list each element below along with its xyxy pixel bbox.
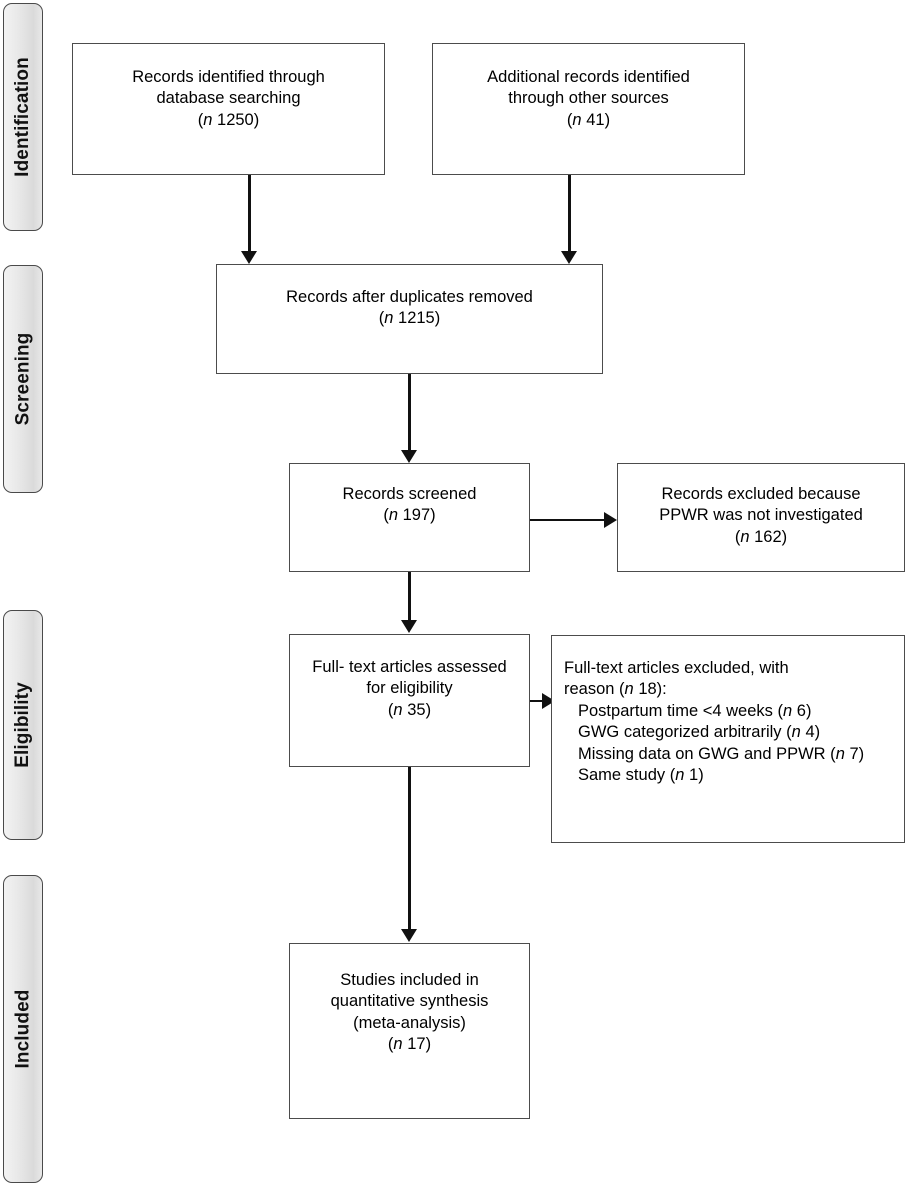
box-fulltext-excluded: Full-text articles excluded, with reason…	[551, 635, 905, 843]
connector-screened-to-excluded	[530, 519, 606, 522]
box-fulltext-assessed: Full- text articles assessed for eligibi…	[289, 634, 530, 767]
phase-tab-identification-label: Identification	[12, 57, 33, 177]
box-records-excluded: Records excluded because PPWR was not in…	[617, 463, 905, 572]
box-records-screened-n-label: n	[388, 506, 399, 525]
box-fulltext-excluded-heading-prefix: reason (	[564, 680, 625, 699]
box-fulltext-assessed-count: (n 35)	[387, 700, 432, 719]
box-studies-included-line2: quantitative synthesis	[330, 992, 489, 1011]
connector-identified-to-duplicates	[248, 175, 251, 253]
box-fulltext-assessed-line2: for eligibility	[366, 679, 453, 698]
phase-tab-eligibility: Eligibility	[3, 610, 43, 840]
box-records-screened-line1: Records screened	[342, 485, 477, 503]
box-duplicates-removed-n-label: n	[384, 309, 394, 328]
connector-fulltext-to-included	[408, 767, 411, 930]
exclusion-reason-text: Postpartum time <4 weeks	[578, 701, 773, 720]
connector-fulltext-to-excluded	[530, 700, 546, 703]
box-records-identified-n-label: n	[203, 110, 213, 129]
box-duplicates-removed-count: (n 1215)	[378, 309, 441, 328]
connector-additional-to-duplicates	[568, 175, 571, 253]
box-additional-records-n-value: 41	[586, 110, 605, 129]
phase-tab-included: Included	[3, 875, 43, 1183]
exclusion-reason-item: GWG categorized arbitrarily (n 4)	[578, 723, 821, 742]
box-additional-records: Additional records identified through ot…	[432, 43, 745, 175]
phase-tab-eligibility-label: Eligibility	[12, 682, 33, 768]
box-records-identified: Records identified through database sear…	[72, 43, 385, 175]
box-duplicates-removed-line1: Records after duplicates removed	[286, 288, 533, 306]
box-studies-included-count: (n 17)	[387, 1035, 432, 1054]
box-records-identified-line2: database searching	[156, 89, 301, 108]
box-records-screened-n-value: 197	[402, 506, 431, 525]
phase-tab-screening: Screening	[3, 265, 43, 493]
box-studies-included-line1: Studies included in	[340, 971, 479, 989]
exclusion-reason-n-label: n	[791, 723, 801, 742]
box-fulltext-excluded-heading-line2: reason (n 18):	[564, 679, 667, 700]
box-studies-included-n-value: 17	[407, 1035, 426, 1054]
arrowhead-duplicates-to-screened	[401, 450, 417, 463]
box-records-identified-count: (n 1250)	[197, 110, 260, 129]
box-records-identified-n-value: 1250	[217, 110, 254, 129]
box-records-excluded-n-value: 162	[754, 527, 782, 546]
exclusion-reason-n-label: n	[675, 766, 685, 785]
exclusion-reason-n-value: 7	[849, 744, 859, 763]
arrowhead-additional-to-duplicates	[561, 251, 577, 264]
exclusion-reason-text: Same study	[578, 766, 666, 785]
box-fulltext-excluded-n-label: n	[624, 680, 634, 699]
exclusion-reason-text: GWG categorized arbitrarily	[578, 723, 782, 742]
box-records-screened-count: (n 197)	[383, 506, 436, 525]
box-fulltext-assessed-n-label: n	[393, 700, 403, 719]
box-duplicates-removed: Records after duplicates removed (n 1215…	[216, 264, 603, 374]
arrowhead-screened-to-fulltext	[401, 620, 417, 633]
phase-tab-identification: Identification	[3, 3, 43, 231]
connector-duplicates-to-screened	[408, 374, 411, 452]
box-additional-records-count: (n 41)	[566, 110, 611, 129]
phase-tab-included-label: Included	[12, 989, 34, 1069]
box-duplicates-removed-n-value: 1215	[398, 309, 435, 328]
box-studies-included-n-label: n	[393, 1035, 403, 1054]
box-fulltext-excluded-n-value: 18	[638, 680, 657, 699]
exclusion-reason-n-value: 6	[796, 701, 806, 720]
box-studies-included-line3: (meta-analysis)	[353, 1013, 466, 1032]
box-additional-records-n-label: n	[572, 110, 582, 129]
box-additional-records-line1: Additional records identified	[487, 68, 690, 86]
phase-tab-screening-label: Screening	[12, 332, 34, 426]
exclusion-reason-n-label: n	[782, 701, 793, 720]
connector-screened-to-fulltext	[408, 572, 411, 621]
box-studies-included: Studies included in quantitative synthes…	[289, 943, 530, 1119]
box-additional-records-line2: through other sources	[508, 89, 669, 108]
box-records-excluded-count: (n 162)	[734, 527, 788, 546]
exclusion-reason-n-label: n	[835, 744, 845, 763]
exclusion-reason-item: Postpartum time <4 weeks (n 6)	[578, 701, 812, 720]
box-fulltext-assessed-n-value: 35	[407, 700, 426, 719]
arrowhead-identified-to-duplicates	[241, 251, 257, 264]
box-records-identified-line1: Records identified through	[132, 68, 325, 86]
exclusion-reason-item: Same study (n 1)	[578, 766, 704, 785]
exclusion-reason-text: Missing data on GWG and PPWR	[578, 744, 826, 763]
box-records-excluded-n-label: n	[740, 527, 750, 546]
exclusion-reason-n-value: 4	[805, 723, 815, 742]
box-fulltext-excluded-heading-suffix: ):	[656, 680, 667, 699]
box-records-screened: Records screened (n 197)	[289, 463, 530, 572]
arrowhead-fulltext-to-included	[401, 929, 417, 942]
box-fulltext-assessed-line1: Full- text articles assessed	[312, 658, 507, 676]
exclusion-reason-n-value: 1	[689, 766, 699, 785]
exclusion-reason-item: Missing data on GWG and PPWR (n 7)	[578, 744, 865, 763]
arrowhead-screened-to-excluded	[604, 512, 617, 528]
box-records-excluded-line1: Records excluded because	[661, 485, 861, 503]
box-fulltext-excluded-heading-line1: Full-text articles excluded, with	[564, 659, 789, 677]
box-records-excluded-line2: PPWR was not investigated	[659, 506, 863, 525]
